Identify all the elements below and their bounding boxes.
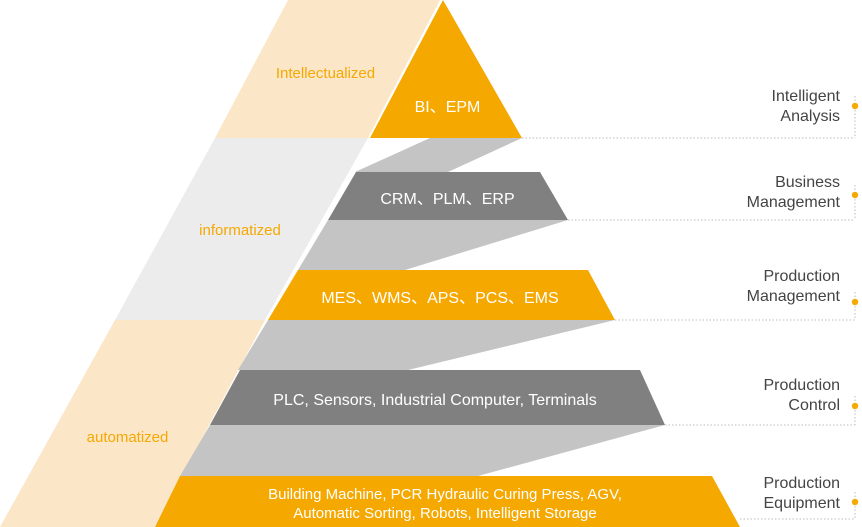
connector-ribbon-2 (298, 220, 568, 270)
level-1-label: BI、EPM (414, 99, 481, 116)
connector-ribbon-4 (180, 425, 665, 476)
stage-label-intellectualized: Intellectualized (275, 65, 376, 82)
level-4-label: PLC, Sensors, Industrial Computer, Termi… (273, 392, 597, 409)
level-5-label-line-1: Building Machine, PCR Hydraulic Curing P… (268, 486, 622, 503)
stage-band-automatized (0, 320, 265, 527)
side-label-production-equipment-line-1: Production (763, 475, 841, 492)
side-label-production-management-line-2: Management (746, 288, 840, 305)
side-label-production-control: Production Control (764, 376, 841, 416)
side-label-production-management: Production Management (747, 267, 840, 307)
side-label-production-equipment-line-2: Equipment (763, 495, 841, 512)
guide-dot-5 (851, 498, 859, 506)
level-3-label: MES、WMS、APS、PCS、EMS (321, 290, 559, 307)
side-label-intelligent-analysis-line-2: Analysis (780, 108, 840, 125)
side-label-production-management-line-1: Production (763, 268, 841, 285)
level-5-label-line-2: Automatic Sorting, Robots, Intelligent S… (293, 505, 597, 522)
stage-band-intellectualized (215, 0, 440, 138)
right-guide-lines (522, 96, 859, 520)
level-2-label: CRM、PLM、ERP (380, 191, 515, 208)
side-label-business-management: Business Management (747, 173, 840, 213)
level-5-label: Building Machine, PCR Hydraulic Curing P… (170, 484, 720, 524)
level-1-triangle (370, 0, 522, 138)
guide-dot-1 (851, 102, 859, 110)
side-label-intelligent-analysis: Intelligent Analysis (772, 87, 841, 127)
level-2-band (328, 172, 568, 220)
stage-label-automatized: automatized (86, 429, 169, 446)
guide-dot-4 (851, 402, 859, 410)
level-4-band (210, 370, 665, 425)
guide-dot-2 (851, 191, 859, 199)
side-label-production-control-line-1: Production (763, 377, 841, 394)
connector-ribbon-3 (238, 320, 615, 370)
guide-dot-3 (851, 298, 859, 306)
stage-label-informatized: informatized (199, 222, 281, 239)
level-5-band (155, 476, 740, 527)
level-3-band (268, 270, 615, 320)
side-label-production-equipment: Production Equipment (764, 474, 841, 514)
side-label-production-control-line-2: Control (788, 397, 840, 414)
side-label-intelligent-analysis-line-1: Intelligent (771, 88, 841, 105)
connector-ribbon-1 (355, 138, 522, 172)
side-label-business-management-line-2: Management (746, 194, 840, 211)
side-label-business-management-line-1: Business (775, 174, 840, 191)
stage-band-informatized (115, 138, 368, 320)
